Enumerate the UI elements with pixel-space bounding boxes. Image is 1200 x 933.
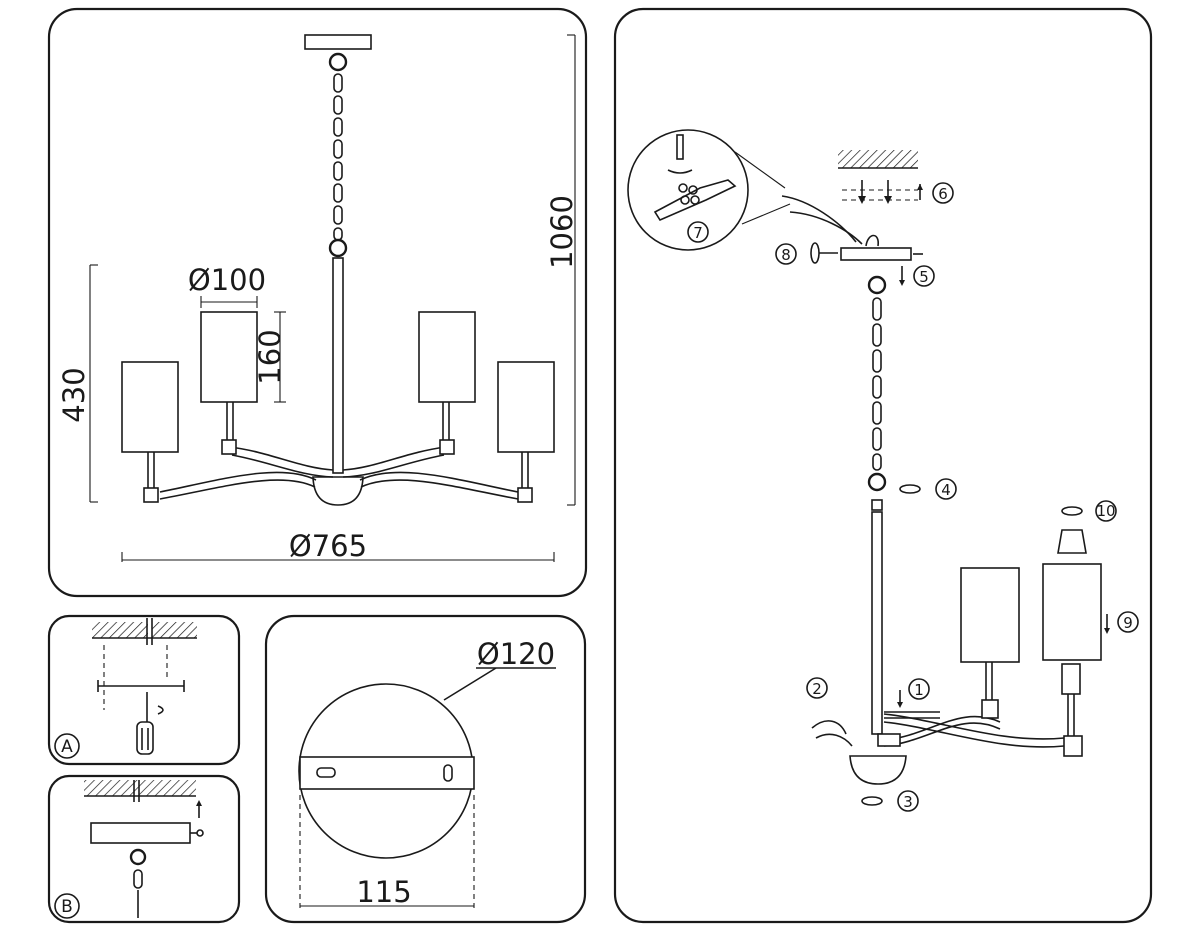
- total-height-label: 1060: [545, 195, 579, 269]
- step-7-circle: [687, 221, 709, 243]
- step-2: 2: [812, 680, 822, 698]
- step-2-circle: [806, 677, 828, 699]
- label-b-circle: [54, 893, 80, 919]
- wiring-zoom-bubble: [627, 129, 749, 251]
- ceiling-plate: [90, 822, 191, 844]
- socket-thread: [1061, 663, 1081, 695]
- detail-a-panel: A: [47, 614, 241, 766]
- lamp-shades: [121, 311, 555, 503]
- shade-diameter-label: Ø100: [188, 263, 266, 297]
- assembly-panel: 7 6 8 5: [613, 7, 1153, 924]
- step-9: 9: [1123, 614, 1133, 632]
- canopy-plate: [840, 247, 912, 261]
- label-a-circle: [54, 733, 80, 759]
- step-5: 5: [919, 268, 929, 286]
- step-10: 10: [1096, 502, 1115, 520]
- shade-ring: [1057, 529, 1087, 554]
- hanging-chain: [328, 52, 348, 258]
- step-4-circle: [935, 478, 957, 500]
- step-1: 1: [914, 681, 924, 699]
- step-8-circle: [775, 243, 797, 265]
- step-1-circle: [908, 678, 930, 700]
- bracket-width-label: 115: [356, 875, 411, 909]
- step-9-circle: [1117, 611, 1139, 633]
- assembly-chain: [867, 275, 887, 492]
- lamp-height-label: 430: [57, 367, 91, 422]
- canopy-detail-panel: Ø120 115: [264, 614, 587, 924]
- assembly-bowl: [849, 755, 907, 785]
- label-b: B: [61, 897, 73, 917]
- step-10-circle: [1095, 500, 1117, 522]
- step-3: 3: [903, 793, 913, 811]
- lamp-arms: [159, 446, 519, 500]
- step-4: 4: [941, 481, 951, 499]
- detail-b-panel: B: [47, 774, 241, 924]
- screwdriver-icon: [136, 721, 154, 755]
- canopy-diameter-label: Ø120: [477, 637, 555, 671]
- shade-height-label: 160: [253, 329, 287, 384]
- ceiling-canopy: [304, 34, 372, 50]
- step-7: 7: [693, 224, 703, 242]
- label-a: A: [61, 737, 73, 757]
- step-6-circle: [932, 182, 954, 204]
- step-6: 6: [938, 185, 948, 203]
- central-stem: [332, 257, 344, 474]
- step-5-circle: [913, 265, 935, 287]
- dimensions-panel: Ø100 160 430 1060 Ø765: [47, 7, 588, 598]
- step-3-circle: [897, 790, 919, 812]
- assembly-stem: [871, 511, 883, 735]
- total-diameter-label: Ø765: [289, 529, 367, 563]
- mounting-bracket: [299, 756, 475, 790]
- step-8: 8: [781, 246, 791, 264]
